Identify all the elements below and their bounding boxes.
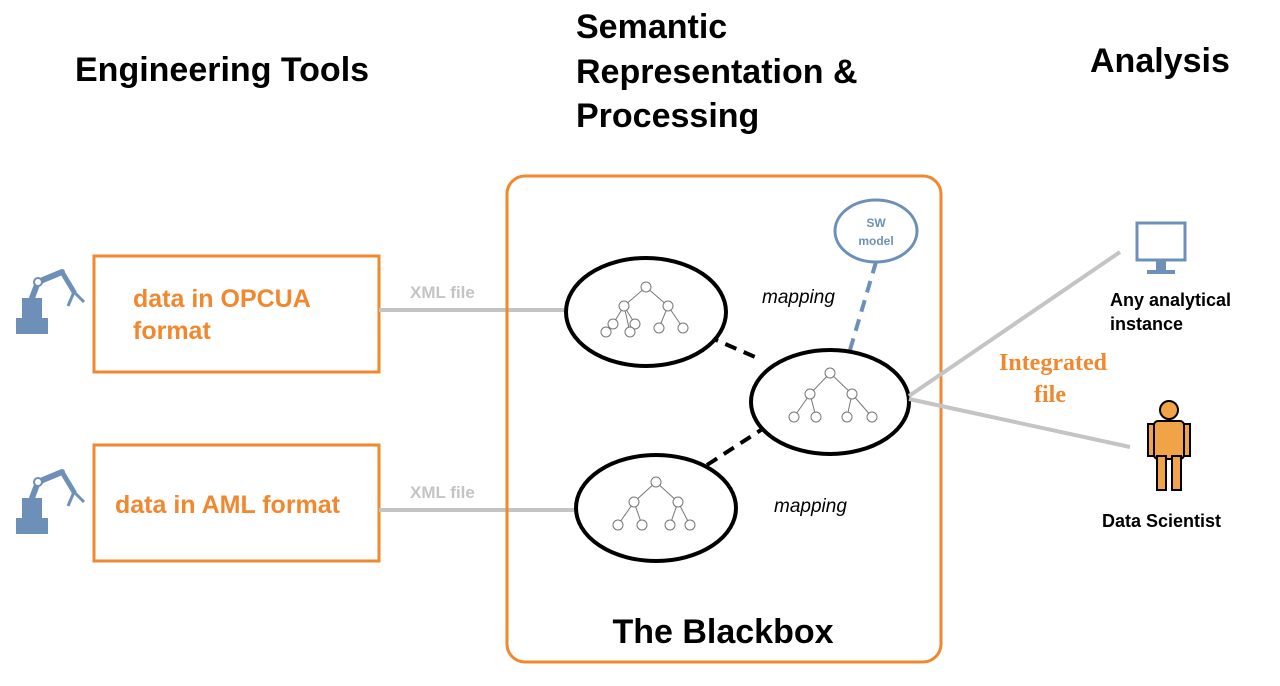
- sw-model-bubble: [833, 198, 919, 264]
- integrated-file-line-1: Integrated: [999, 350, 1108, 376]
- opcua-source-box: [92, 254, 381, 374]
- opcua-model-tree: [564, 256, 728, 368]
- heading-semantic: Semantic Representation & Processing: [576, 8, 858, 135]
- tree-icon: [788, 367, 878, 423]
- analytics-label-line-1: Any analytical: [1110, 290, 1231, 310]
- output-connector-scientist: [908, 397, 1131, 449]
- heading-analysis: Analysis: [1090, 42, 1230, 80]
- analytics-label-line-2: instance: [1110, 314, 1183, 334]
- blackbox-frame: [505, 174, 943, 664]
- mapping-label-bottom: mapping: [774, 496, 847, 517]
- integrated-file-line-2: file: [1034, 382, 1066, 408]
- opcua-box-line-2: format: [133, 317, 211, 345]
- dashed-link-bottom-to-merged: [705, 426, 766, 467]
- robot-arm-icon: [16, 469, 86, 534]
- tree-icon: [600, 281, 689, 338]
- integrated-model-tree: [749, 348, 911, 456]
- opcua-box-line-1: data in OPCUA: [133, 285, 311, 313]
- robot-arm-icon: [16, 269, 86, 334]
- person-icon: [1147, 400, 1191, 491]
- data-scientist-label: Data Scientist: [1102, 511, 1221, 531]
- heading-engineering-tools: Engineering Tools: [75, 51, 369, 89]
- heading-semantic-line-3: Processing: [576, 97, 759, 135]
- sw-model-line-1: SW: [866, 216, 886, 230]
- output-connector-analytics: [907, 250, 1122, 398]
- heading-semantic-line-2: Representation &: [576, 53, 858, 91]
- monitor-icon: [1135, 221, 1187, 274]
- mapping-label-top: mapping: [762, 287, 835, 308]
- aml-box-line-1: data in AML format: [115, 491, 341, 519]
- heading-semantic-line-1: Semantic: [576, 8, 727, 46]
- dashed-link-sw-model: [848, 261, 878, 351]
- aml-model-tree: [574, 453, 738, 563]
- sw-model-line-2: model: [858, 234, 893, 248]
- tree-icon: [612, 476, 696, 531]
- blackbox-title: The Blackbox: [612, 613, 833, 651]
- xml-file-label-bottom: XML file: [410, 483, 475, 502]
- aml-source-box: [92, 443, 381, 563]
- xml-file-label-top: XML file: [410, 283, 475, 302]
